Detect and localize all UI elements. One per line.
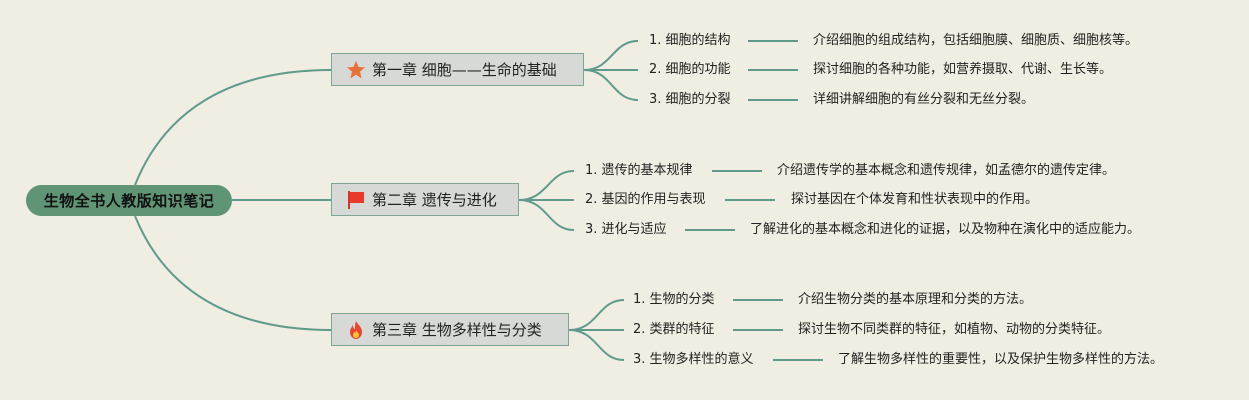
connector-root-ch3 [134,215,332,331]
ch3-item1-title: 1. 生物的分类 [633,292,715,307]
ch3-item3-desc: 了解生物多样性的重要性，以及保护生物多样性的方法。 [838,352,1164,367]
ch1-item3-desc: 详细讲解细胞的有丝分裂和无丝分裂。 [813,92,1035,107]
connector-ch3-item3 [568,329,625,361]
ch1-item2-title: 2. 细胞的功能 [649,62,731,77]
ch2-item2-title: 2. 基因的作用与表现 [585,192,706,207]
ch2-item1-desc: 介绍遗传学的基本概念和遗传规律，如孟德尔的遗传定律。 [777,163,1116,178]
ch1-item1-title: 1. 细胞的结构 [649,33,731,48]
ch3-item3-title: 3. 生物多样性的意义 [633,352,754,367]
chapter-3-node[interactable]: 第三章 生物多样性与分类 [331,313,569,346]
chapter-1-node[interactable]: 第一章 细胞——生命的基础 [331,53,584,86]
ch3-item1-desc: 介绍生物分类的基本原理和分类的方法。 [798,292,1033,307]
flag-icon [346,190,366,210]
connector-ch1-item1 [583,40,639,71]
root-node[interactable]: 生物全书人教版知识笔记 [26,185,232,216]
ch1-item1-desc: 介绍细胞的组成结构，包括细胞膜、细胞质、细胞核等。 [813,33,1139,48]
chapter-2-node[interactable]: 第二章 遗传与进化 [331,183,519,216]
connector-ch2-item1 [518,170,575,201]
connector-ch3-item1 [568,299,625,331]
star-icon [346,60,366,80]
ch2-item2-desc: 探讨基因在个体发育和性状表现中的作用。 [791,192,1039,207]
ch3-item2-title: 2. 类群的特征 [633,322,715,337]
fire-icon [346,320,366,340]
ch2-item1-title: 1. 遗传的基本规律 [585,163,693,178]
chapter-3-label: 第三章 生物多样性与分类 [372,321,542,339]
chapter-1-label: 第一章 细胞——生命的基础 [372,61,557,79]
chapter-2-label: 第二章 遗传与进化 [372,191,497,209]
root-label: 生物全书人教版知识笔记 [43,192,215,210]
connector-root-ch1 [134,69,332,186]
ch2-item3-title: 3. 进化与适应 [585,222,667,237]
ch3-item2-desc: 探讨生物不同类群的特征，如植物、动物的分类特征。 [798,322,1111,337]
ch1-item2-desc: 探讨细胞的各种功能，如营养摄取、代谢、生长等。 [813,62,1113,77]
ch1-item3-title: 3. 细胞的分裂 [649,92,731,107]
connector-ch1-item3 [583,69,639,101]
ch2-item3-desc: 了解进化的基本概念和进化的证据，以及物种在演化中的适应能力。 [750,222,1141,237]
connector-ch2-item3 [518,199,575,231]
